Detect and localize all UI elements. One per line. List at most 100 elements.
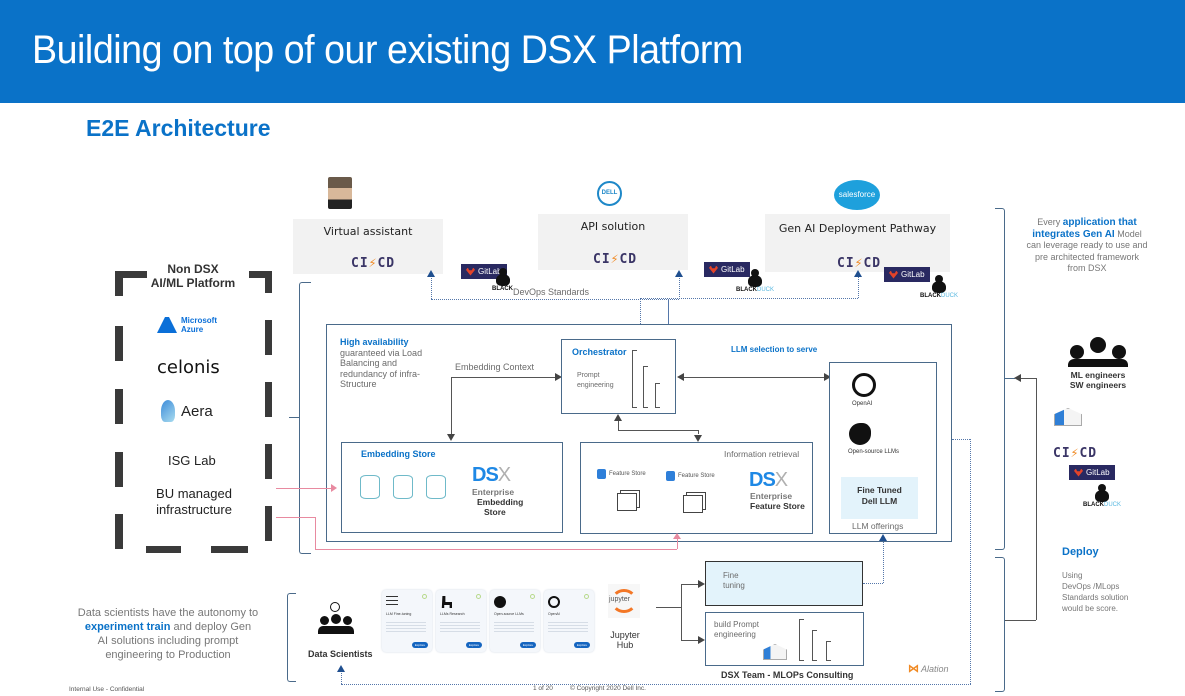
duck-icon [495, 268, 510, 286]
app-virtual-assistant: Virtual assistant CI⚡CD [293, 219, 443, 274]
parrot-icon [494, 596, 506, 608]
devops-standards-label: DevOps Standards [513, 287, 590, 297]
cicd-logo: CI⚡CD [1053, 446, 1098, 461]
openai-icon [852, 373, 876, 397]
explore-button[interactable]: Explore [466, 642, 482, 648]
high-availability-text: High availability guaranteed via Load Ba… [340, 337, 423, 389]
blackduck-logo: BLACKDUCK [1083, 484, 1121, 508]
section-title: E2E Architecture [86, 115, 271, 141]
connector-line [1005, 378, 1015, 379]
connector-line [681, 640, 699, 641]
llama-icon [441, 596, 452, 608]
person-photo-icon [328, 177, 352, 209]
platform-bracket [299, 282, 311, 554]
engineers-group-icon [1068, 335, 1128, 367]
docker-icon [1054, 408, 1082, 426]
connector-line [618, 430, 698, 431]
tree-bracket-icon [643, 366, 648, 408]
parrot-icon [849, 423, 871, 445]
data-feed-line [315, 549, 677, 550]
connector-line [668, 300, 669, 324]
confidential-label: Internal Use - Confidential [69, 686, 145, 693]
llm-card[interactable]: OpenAI Explore [544, 590, 594, 652]
aera-logo: Aera [161, 400, 213, 422]
llm-card[interactable]: LLM Fine-tuning Explore [382, 590, 432, 652]
arrow-up-icon [673, 533, 681, 539]
arrow-left-icon [1014, 374, 1021, 382]
docker-icon [763, 644, 787, 660]
right-bracket [995, 557, 1005, 692]
tree-bracket-icon [826, 641, 831, 661]
arrow-right-icon [698, 636, 705, 644]
gitlab-logo: GitLab [704, 262, 750, 277]
arrow-up-icon [337, 665, 345, 672]
llm-card[interactable]: LLMs Research Explore [436, 590, 486, 652]
database-icon [360, 475, 380, 499]
explore-button[interactable]: Explore [574, 642, 590, 648]
connector-line [618, 420, 619, 430]
arrow-up-icon [675, 270, 683, 277]
devops-connector [341, 670, 342, 684]
jupyter-logo: jupyter [608, 584, 640, 618]
gitlab-fox-icon [466, 267, 475, 276]
aera-icon [161, 400, 175, 422]
llm-card[interactable]: Open-source LLMs Explore [490, 590, 540, 652]
cube-icon [617, 493, 637, 511]
data-feed-line [677, 538, 678, 549]
app-api-solution: API solution CI⚡CD [538, 214, 688, 270]
page-number: 1 of 20 [533, 685, 553, 692]
embedding-context-label: Embedding Context [455, 362, 535, 372]
orchestrator-llm-arrow [682, 377, 825, 378]
connector-line [681, 584, 699, 585]
devops-connector [952, 439, 970, 440]
embedding-context-arrow [451, 377, 557, 378]
gitlab-fox-icon [889, 270, 898, 279]
devops-connector [431, 299, 679, 300]
connector-line [681, 584, 682, 640]
devops-connector [341, 684, 971, 685]
salesforce-logo-icon: salesforce [834, 180, 880, 210]
tree-bracket-icon [812, 630, 817, 661]
cicd-logo: CI⚡CD [837, 256, 882, 271]
data-feed-line [276, 488, 332, 489]
data-scientists-note: Data scientists have the autonomy to exp… [77, 607, 259, 661]
feature-store-icon [666, 471, 675, 481]
dell-logo-icon: DELL [597, 181, 622, 206]
explore-button[interactable]: Explore [412, 642, 428, 648]
arrow-up-icon [427, 270, 435, 277]
celonis-logo: celonis [157, 357, 220, 378]
dsx-logo: DSX [472, 464, 511, 486]
deploy-text: Using DevOps /MLops Standards solution w… [1062, 571, 1129, 613]
devops-connector [431, 276, 432, 299]
tree-bracket-icon [799, 619, 804, 661]
blackduck-logo: BLACKDUCK [920, 275, 958, 299]
explore-button[interactable]: Explore [520, 642, 536, 648]
data-feed-line [276, 517, 316, 518]
devops-connector [640, 298, 641, 324]
connector-line [451, 377, 452, 435]
right-bracket [995, 208, 1005, 550]
connector-line [1005, 620, 1036, 621]
tree-bracket-icon [655, 383, 660, 408]
feature-store-icon [597, 469, 606, 479]
alation-logo: ⋈Alation [908, 663, 949, 675]
connector-line [1036, 378, 1037, 620]
tree-bracket-icon [632, 350, 637, 408]
data-scientists-icon [318, 602, 354, 634]
blackduck-logo: BLACK [492, 268, 513, 292]
dsx-logo: DSX [749, 469, 788, 491]
gitlab-logo: GitLab [1069, 465, 1115, 480]
arrow-right-icon [824, 373, 831, 381]
copyright: © Copyright 2020 Dell Inc. [570, 685, 646, 692]
arrow-right-icon [555, 373, 562, 381]
database-icon [393, 475, 413, 499]
llm-selection-label: LLM selection to serve [731, 345, 818, 354]
arrow-up-icon [879, 534, 887, 541]
cicd-logo: CI⚡CD [593, 252, 638, 267]
isg-lab-label: ISG Lab [168, 453, 216, 468]
